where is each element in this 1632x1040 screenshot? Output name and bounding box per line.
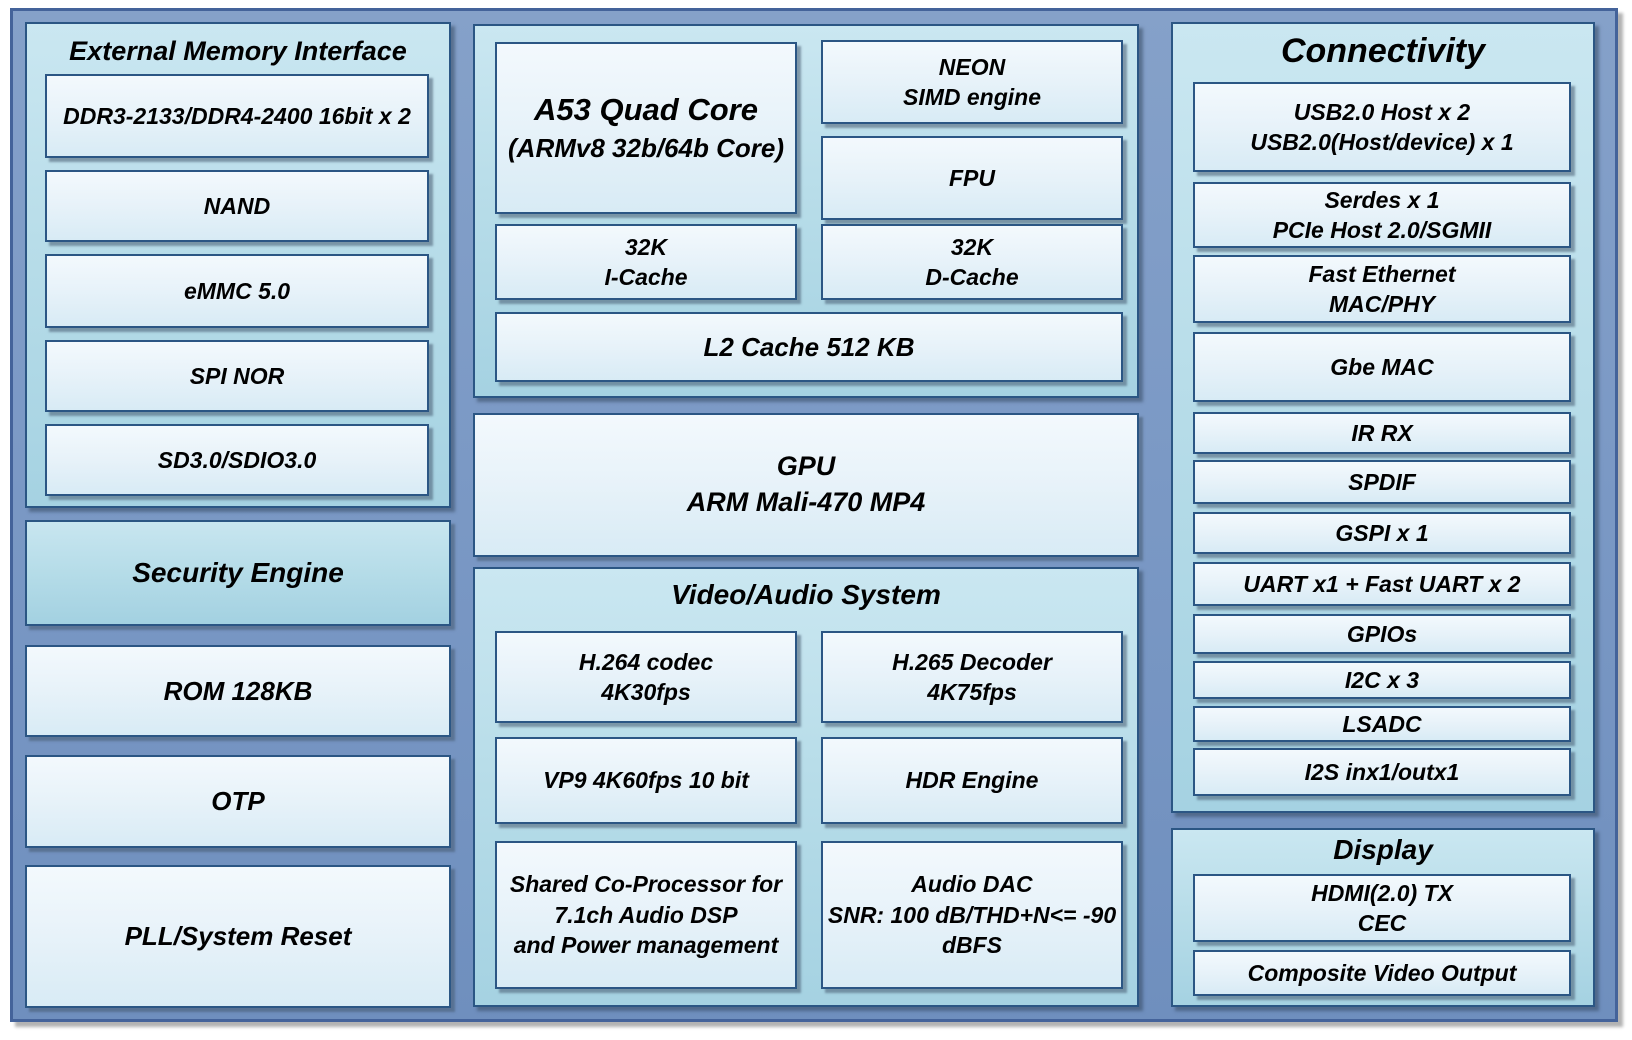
rom-box: ROM 128KB [25,645,451,737]
ddr-box: DDR3-2133/DDR4-2400 16bit x 2 [45,74,429,158]
audio-dsp-coprocessor-box: Shared Co-Processor for 7.1ch Audio DSP … [495,841,797,989]
i2s-box: I2S inx1/outx1 [1193,748,1571,796]
neon-box: NEON SIMD engine [821,40,1123,124]
hdr-engine-box: HDR Engine [821,737,1123,824]
composite-video-box: Composite Video Output [1193,950,1571,996]
display-panel: Display HDMI(2.0) TX CEC Composite Video… [1171,828,1595,1007]
external-memory-title: External Memory Interface [69,36,407,66]
nand-box: NAND [45,170,429,242]
external-memory-panel: External Memory Interface DDR3-2133/DDR4… [25,22,451,508]
fast-ethernet-box: Fast Ethernet MAC/PHY [1193,255,1571,323]
display-title: Display [1333,834,1433,865]
soc-diagram-frame: External Memory Interface DDR3-2133/DDR4… [10,8,1618,1022]
gspi-box: GSPI x 1 [1193,512,1571,554]
spi-nor-box: SPI NOR [45,340,429,412]
otp-box: OTP [25,755,451,848]
ir-rx-box: IR RX [1193,412,1571,454]
gbe-mac-box: Gbe MAC [1193,332,1571,402]
l2-cache-box: L2 Cache 512 KB [495,312,1123,382]
lsadc-box: LSADC [1193,706,1571,742]
usb-box: USB2.0 Host x 2 USB2.0(Host/device) x 1 [1193,82,1571,172]
a53-core-subtitle: (ARMv8 32b/64b Core) [508,133,784,164]
dcache-box: 32K D-Cache [821,224,1123,300]
vp9-box: VP9 4K60fps 10 bit [495,737,797,824]
h264-box: H.264 codec 4K30fps [495,631,797,723]
connectivity-panel: Connectivity USB2.0 Host x 2 USB2.0(Host… [1171,22,1595,813]
video-audio-panel: Video/Audio System H.264 codec 4K30fps H… [473,567,1139,1007]
gpu-box: GPU ARM Mali-470 MP4 [473,413,1139,557]
pll-box: PLL/System Reset [25,865,451,1008]
fpu-box: FPU [821,136,1123,220]
spdif-box: SPDIF [1193,460,1571,504]
a53-core-box: A53 Quad Core (ARMv8 32b/64b Core) [495,42,797,214]
video-audio-title: Video/Audio System [671,579,941,610]
emmc-box: eMMC 5.0 [45,254,429,328]
hdmi-box: HDMI(2.0) TX CEC [1193,874,1571,942]
uart-box: UART x1 + Fast UART x 2 [1193,562,1571,606]
a53-core-title: A53 Quad Core [534,92,758,128]
sdio-box: SD3.0/SDIO3.0 [45,424,429,496]
connectivity-title: Connectivity [1280,32,1486,70]
security-engine-box: Security Engine [25,520,451,626]
gpio-box: GPIOs [1193,614,1571,654]
cpu-panel: A53 Quad Core (ARMv8 32b/64b Core) NEON … [473,24,1139,398]
audio-dac-box: Audio DAC SNR: 100 dB/THD+N<= -90 dBFS [821,841,1123,989]
icache-box: 32K I-Cache [495,224,797,300]
serdes-pcie-box: Serdes x 1 PCIe Host 2.0/SGMII [1193,182,1571,248]
i2c-box: I2C x 3 [1193,661,1571,699]
h265-box: H.265 Decoder 4K75fps [821,631,1123,723]
